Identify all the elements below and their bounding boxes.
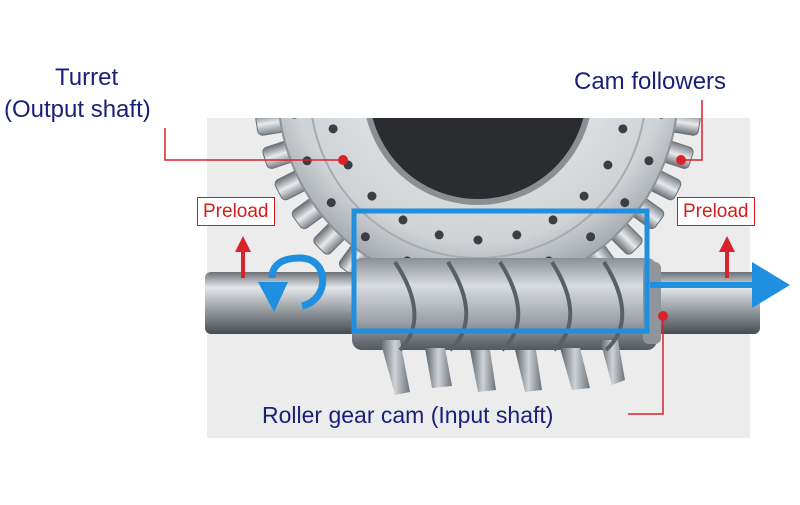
roller-gear-cam [352,258,661,395]
rotation-arrow [258,254,327,312]
preload-arrow-right [719,236,735,278]
roller-gear-cam-label: Roller gear cam (Input shaft) [262,402,554,428]
leader-cam-followers [676,100,703,165]
leader-turret [164,128,348,165]
preload-label-right: Preload [677,197,755,226]
leader-roller-gear-cam [628,311,668,415]
turret-label-line2: (Output shaft) [4,96,151,123]
engagement-highlight-box [351,208,650,334]
preload-arrow-left [235,236,251,278]
turret-label-line1: Turret [55,64,119,91]
preload-label-left: Preload [197,197,275,226]
cam-followers-label: Cam followers [574,68,727,95]
input-direction-arrow [650,262,790,308]
